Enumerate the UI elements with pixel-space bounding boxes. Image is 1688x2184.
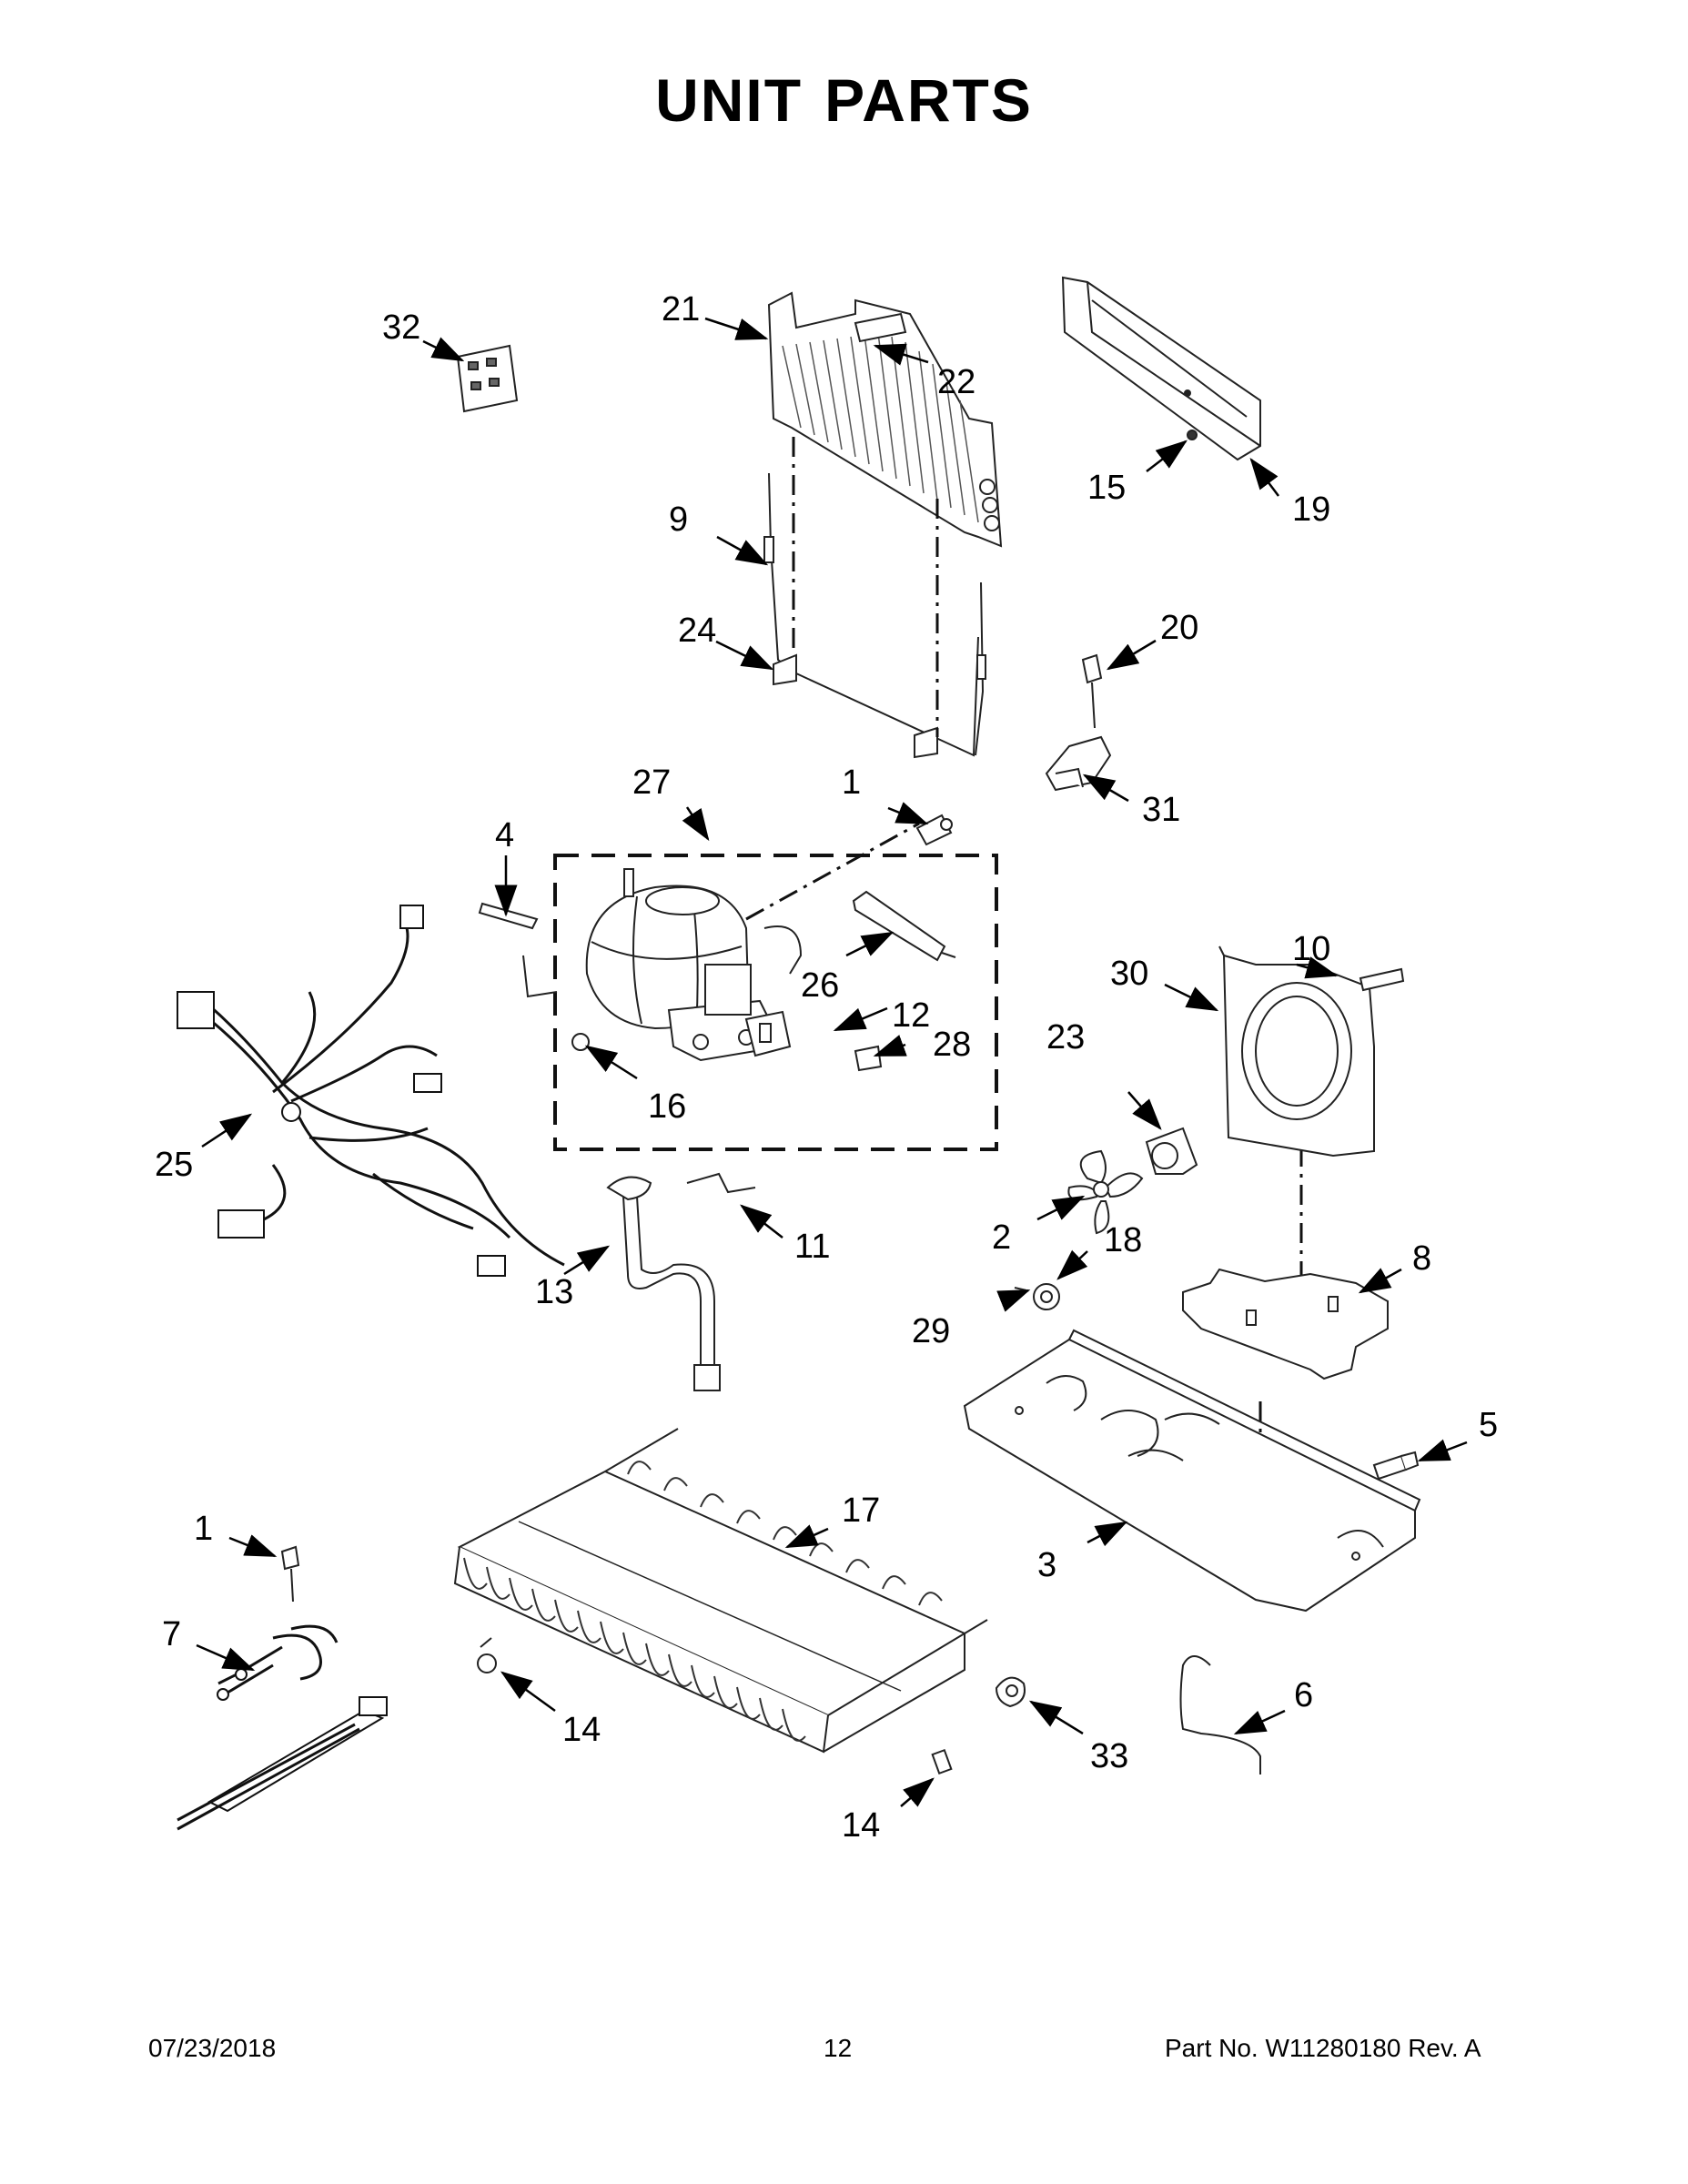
callout-14: 14 xyxy=(842,1806,880,1845)
part-7-harness xyxy=(177,1624,388,1831)
callout-8: 8 xyxy=(1412,1239,1431,1278)
callout-22: 21 xyxy=(662,290,700,329)
callout-9: 10 xyxy=(1292,930,1330,968)
footer-page-number: 12 xyxy=(824,2034,853,2062)
callout-28: 27 xyxy=(632,763,671,802)
callout-17: 16 xyxy=(648,1087,686,1126)
part-2-fan-blade xyxy=(1067,1149,1144,1235)
callout-20: 19 xyxy=(1292,490,1330,529)
footer-date: 07/23/2018 xyxy=(148,2034,277,2062)
part-12-relay xyxy=(744,1010,792,1057)
callout-labels: 32 21 22 15 19 9 24 20 31 27 1 4 26 12 2… xyxy=(155,290,1498,1845)
part-8-bracket xyxy=(1182,1268,1389,1380)
callout-34: 33 xyxy=(1090,1737,1128,1775)
part-11-clip xyxy=(686,1172,756,1194)
part-20-cover xyxy=(1061,276,1261,461)
callout-11: 11 xyxy=(794,1228,830,1266)
callout-12: 12 xyxy=(892,996,930,1035)
callout-7: 7 xyxy=(162,1615,181,1653)
compressor-kit-box xyxy=(553,854,998,1151)
callout-33: 32 xyxy=(382,308,420,347)
callout-25: 24 xyxy=(678,612,716,650)
callout-32: 31 xyxy=(1142,791,1180,829)
part-24-fan-motor xyxy=(1145,1127,1198,1175)
callout-18: 17 xyxy=(842,1491,880,1530)
callout-6: 6 xyxy=(1294,1676,1313,1714)
part-31-fan-shroud xyxy=(1218,945,1375,1158)
callout-2: 2 xyxy=(992,1218,1011,1257)
part-1-bolt xyxy=(915,814,953,846)
callout-5: 4 xyxy=(495,816,514,854)
callout-19: 18 xyxy=(1104,1221,1142,1259)
callout-21: 20 xyxy=(1160,609,1198,647)
part-21-screw xyxy=(1045,653,1112,792)
part-5-clip xyxy=(478,902,558,998)
part-30-pin xyxy=(1014,1287,1027,1291)
callout-10: 9 xyxy=(669,500,688,539)
callout-27: 26 xyxy=(801,966,839,1005)
callout-1-lower: 1 xyxy=(194,1510,213,1548)
callout-29: 28 xyxy=(933,1026,971,1064)
callout-26: 25 xyxy=(155,1146,193,1184)
part-34-thermostat xyxy=(995,1676,1026,1708)
callout-15: 14 xyxy=(562,1711,601,1749)
part-22-condenser xyxy=(767,291,1003,548)
callout-4: 5 xyxy=(1479,1406,1498,1444)
part-6-wire-clip xyxy=(1179,1655,1261,1774)
part-14-connector xyxy=(931,1748,953,1775)
callout-13: 13 xyxy=(535,1273,573,1311)
part-3-base xyxy=(963,1329,1421,1613)
callout-1-top: 1 xyxy=(842,763,861,802)
part-18-evaporator xyxy=(453,1428,988,1754)
callout-30: 29 xyxy=(912,1312,950,1350)
part-1-screw-lower xyxy=(280,1545,300,1603)
part-19-grommet xyxy=(1033,1283,1060,1310)
part-25-bracket xyxy=(763,472,986,759)
part-27-filter-drier xyxy=(852,890,956,962)
part-9-screw xyxy=(1359,967,1405,992)
callout-23: 22 xyxy=(937,363,975,401)
callout-16: 15 xyxy=(1087,469,1126,507)
part-26-harness xyxy=(177,905,565,1277)
part-29-overload xyxy=(854,1045,883,1072)
part-4-screw xyxy=(1372,1451,1420,1481)
part-15-clip xyxy=(477,1637,497,1673)
footer-part-number: Part No. W11280180 Rev. A xyxy=(1165,2034,1481,2062)
part-13-drain-tube xyxy=(606,1176,721,1391)
part-33-board xyxy=(456,344,519,413)
callout-31: 30 xyxy=(1110,955,1148,993)
callout-3: 3 xyxy=(1037,1546,1056,1584)
callout-24: 23 xyxy=(1046,1018,1085,1057)
callout-arrows xyxy=(196,317,1468,1807)
